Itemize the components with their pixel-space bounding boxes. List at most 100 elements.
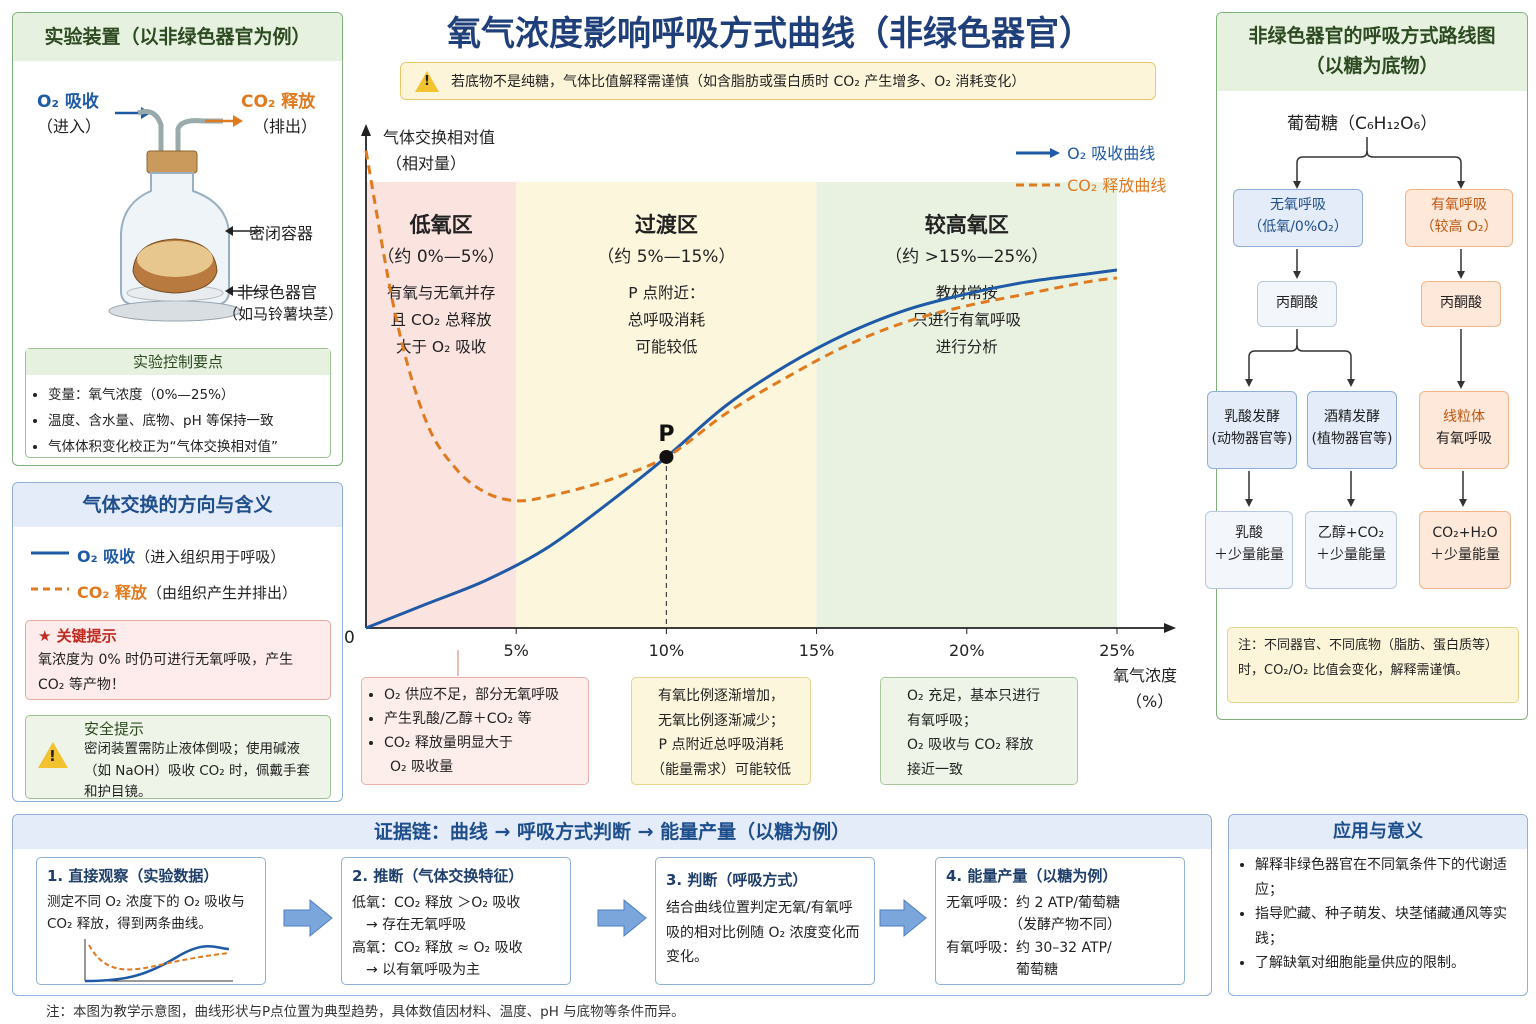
x-tick-label: 10% <box>649 641 685 660</box>
prod-alcohol-box: 乙醇+CO₂＋少量能量 <box>1305 511 1397 589</box>
aerobic-box: 有氧呼吸（较高 O₂） <box>1405 189 1513 247</box>
apparatus-panel: 实验装置（以非绿色器官为例） O₂ 吸收 （进入） CO₂ 释放 （排出） 密闭… <box>12 12 343 466</box>
co2-out-sub: （排出） <box>253 117 318 136</box>
region-range: （约 >15%—25%） <box>885 247 1048 267</box>
warning-icon: ! <box>38 742 68 768</box>
x-axis-arrow <box>1164 623 1176 633</box>
lactic-box: 乳酸发酵(动物器官等) <box>1207 391 1297 469</box>
prod-lactic-box: 乳酸＋少量能量 <box>1205 511 1293 589</box>
region-label: 低氧区 <box>409 213 473 237</box>
page-title: 氧气浓度影响呼吸方式曲线（非绿色器官） <box>447 14 1093 54</box>
co2-legend-line <box>31 587 69 591</box>
co2-legend-label: CO₂ 释放（由组织产生并排出） <box>77 583 297 602</box>
region-desc: 进行分析 <box>936 338 998 356</box>
note-item: 接近一致 <box>907 761 963 778</box>
application-header: 应用与意义 <box>1229 815 1527 849</box>
evidence-arrows <box>283 898 927 938</box>
application-item: 指导贮藏、种子萌发、块茎储藏通风等实践； <box>1255 902 1517 951</box>
o2-in-label: O₂ 吸收 <box>37 92 99 112</box>
note-item: O₂ 供应不足，部分无氧呼吸 <box>384 684 578 708</box>
y-axis-label: 气体交换相对值 <box>383 128 496 147</box>
note-item: CO₂ 释放量明显大于 <box>384 732 578 756</box>
key-tip-text: 氧浓度为 0% 时仍可进行无氧呼吸，产生 CO₂ 等产物！ <box>38 652 294 693</box>
evidence-step-4: 4. 能量产量（以糖为例） 无氧呼吸：约 2 ATP/葡萄糖 （发酵产物不同） … <box>935 857 1185 985</box>
pathway-header: 非绿色器官的呼吸方式路线图（以糖为底物） <box>1217 13 1527 91</box>
region-desc: 可能较低 <box>635 338 697 356</box>
chart-origin: 0 <box>344 628 355 648</box>
note-item: O₂ 充足，基本只进行 <box>907 688 1041 704</box>
region-range: （约 5%—15%） <box>597 247 735 267</box>
evidence-step-2: 2. 推断（气体交换特征） 低氧：CO₂ 释放 ＞O₂ 吸收 → 存在无氧呼吸 … <box>341 857 571 985</box>
p-point-label: P <box>658 422 674 447</box>
control-item: 气体体积变化校正为“气体交换相对值” <box>48 435 328 455</box>
region-desc: 只进行有氧呼吸 <box>913 311 1022 329</box>
o2-in-sub: （进入） <box>37 117 102 136</box>
note-item: 有氧比例逐渐增加， <box>658 688 784 704</box>
o2-legend-label: O₂ 吸收（进入组织用于呼吸） <box>77 547 286 566</box>
prod-aerobic-box: CO₂+H₂O＋少量能量 <box>1419 511 1511 589</box>
warning-icon: ! <box>415 70 439 92</box>
note-item: O₂ 吸收量 <box>390 759 454 776</box>
region-label: 较高氧区 <box>925 213 1009 237</box>
note-item: 产生乳酸/乙醇＋CO₂ 等 <box>384 708 578 732</box>
region-desc: 有氧与无氧并存 <box>387 284 496 302</box>
key-tip-box: ★ 关键提示 氧浓度为 0% 时仍可进行无氧呼吸，产生 CO₂ 等产物！ <box>25 620 331 700</box>
safety-title: 安全提示 <box>84 720 145 738</box>
o2-legend-line <box>31 551 69 555</box>
control-item: 温度、含水量、底物、pH 等保持一致 <box>48 409 328 429</box>
pathway-panel: 非绿色器官的呼吸方式路线图（以糖为底物） 葡萄糖（C₆H₁₂O₆） 无氧呼吸（低… <box>1205 12 1528 720</box>
safety-box: ! 安全提示 密闭装置需防止液体倒吸；使用碱液（如 NaOH）吸收 CO₂ 时，… <box>25 715 331 800</box>
chart-legend: O₂ 吸收曲线 CO₂ 释放曲线 <box>1014 138 1166 202</box>
warning-banner: ! 若底物不是纯糖，气体比值解释需谨慎（如含脂肪或蛋白质时 CO₂ 产生增多、O… <box>400 62 1156 100</box>
x-tick-label: 25% <box>1099 641 1135 660</box>
region-desc: 且 CO₂ 总释放 <box>391 311 493 329</box>
x-axis-label: 氧气浓度 <box>1113 666 1178 685</box>
y-axis-arrow <box>361 124 371 136</box>
evidence-header: 证据链：曲线 → 呼吸方式判断 → 能量产量（以糖为例） <box>13 815 1211 849</box>
application-item: 了解缺氧对细胞能量供应的限制。 <box>1255 951 1517 976</box>
region-desc: 总呼吸消耗 <box>628 311 706 329</box>
region-label: 过渡区 <box>635 213 698 237</box>
organ-label: 非绿色器官 <box>237 283 318 302</box>
controls-header: 实验控制要点 <box>26 349 330 375</box>
controls-list: 变量：氧气浓度（0%—25%） 温度、含水量、底物、pH 等保持一致 气体体积变… <box>26 375 330 455</box>
x-tick-label: 5% <box>504 641 529 660</box>
note-item: P 点附近总呼吸消耗 <box>658 737 784 753</box>
mito-box: 线粒体有氧呼吸 <box>1419 391 1509 469</box>
apparatus-header: 实验装置（以非绿色器官为例） <box>13 13 342 61</box>
glucose-label: 葡萄糖（C₆H₁₂O₆） <box>1287 114 1438 134</box>
p-point <box>659 449 674 464</box>
x-tick-label: 15% <box>799 641 835 660</box>
y-axis-sub: （相对量） <box>386 154 467 173</box>
organ-sub: （如马铃薯块茎） <box>223 305 344 323</box>
evidence-step-1: 1. 直接观察（实验数据） 测定不同 O₂ 浓度下的 O₂ 吸收与 CO₂ 释放… <box>36 857 266 985</box>
pyruvate-box-anaerobic: 丙酮酸 <box>1257 281 1337 327</box>
legend-o2: O₂ 吸收曲线 <box>1014 138 1166 170</box>
legend-co2: CO₂ 释放曲线 <box>1016 176 1167 195</box>
application-panel: 应用与意义 解释非绿色器官在不同氧条件下的代谢适应； 指导贮藏、种子萌发、块茎储… <box>1228 814 1528 996</box>
pathway-note: 注：不同器官、不同底物（脂肪、蛋白质等）时，CO₂/O₂ 比值会变化，解释需谨慎… <box>1227 627 1519 703</box>
note-low: O₂ 供应不足，部分无氧呼吸 产生乳酸/乙醇＋CO₂ 等 CO₂ 释放量明显大于… <box>361 677 589 785</box>
note-high: O₂ 充足，基本只进行 有氧呼吸； O₂ 吸收与 CO₂ 释放 接近一致 <box>880 677 1078 785</box>
pyruvate-box-aerobic: 丙酮酸 <box>1421 281 1501 327</box>
container-label: 密闭容器 <box>249 224 314 243</box>
note-mid: 有氧比例逐渐增加， 无氧比例逐渐减少； P 点附近总呼吸消耗 （能量需求）可能较… <box>631 677 811 785</box>
note-item: （能量需求）可能较低 <box>651 761 791 778</box>
region-desc: 大于 O₂ 吸收 <box>396 338 486 356</box>
region-desc: P 点附近： <box>628 284 704 302</box>
pathway-arrows <box>1245 137 1467 507</box>
x-axis-unit: （%） <box>1126 692 1174 711</box>
region-band <box>516 182 817 628</box>
footnote: 注：本图为教学示意图，曲线形状与P点位置为典型趋势，具体数值因材料、温度、pH … <box>46 1004 685 1020</box>
warning-text: 若底物不是纯糖，气体比值解释需谨慎（如含脂肪或蛋白质时 CO₂ 产生增多、O₂ … <box>451 74 1026 90</box>
alcohol-box: 酒精发酵(植物器官等) <box>1307 391 1397 469</box>
note-item: O₂ 吸收与 CO₂ 释放 <box>907 737 1034 753</box>
application-list: 解释非绿色器官在不同氧条件下的代谢适应； 指导贮藏、种子萌发、块茎储藏通风等实践… <box>1229 849 1527 976</box>
region-range: （约 0%—5%） <box>377 247 504 267</box>
gas-header: 气体交换的方向与含义 <box>13 483 342 527</box>
region-band <box>816 182 1117 628</box>
note-item: 无氧比例逐渐减少； <box>658 712 784 729</box>
controls-box: 实验控制要点 变量：氧气浓度（0%—25%） 温度、含水量、底物、pH 等保持一… <box>25 348 331 458</box>
application-item: 解释非绿色器官在不同氧条件下的代谢适应； <box>1255 853 1517 902</box>
